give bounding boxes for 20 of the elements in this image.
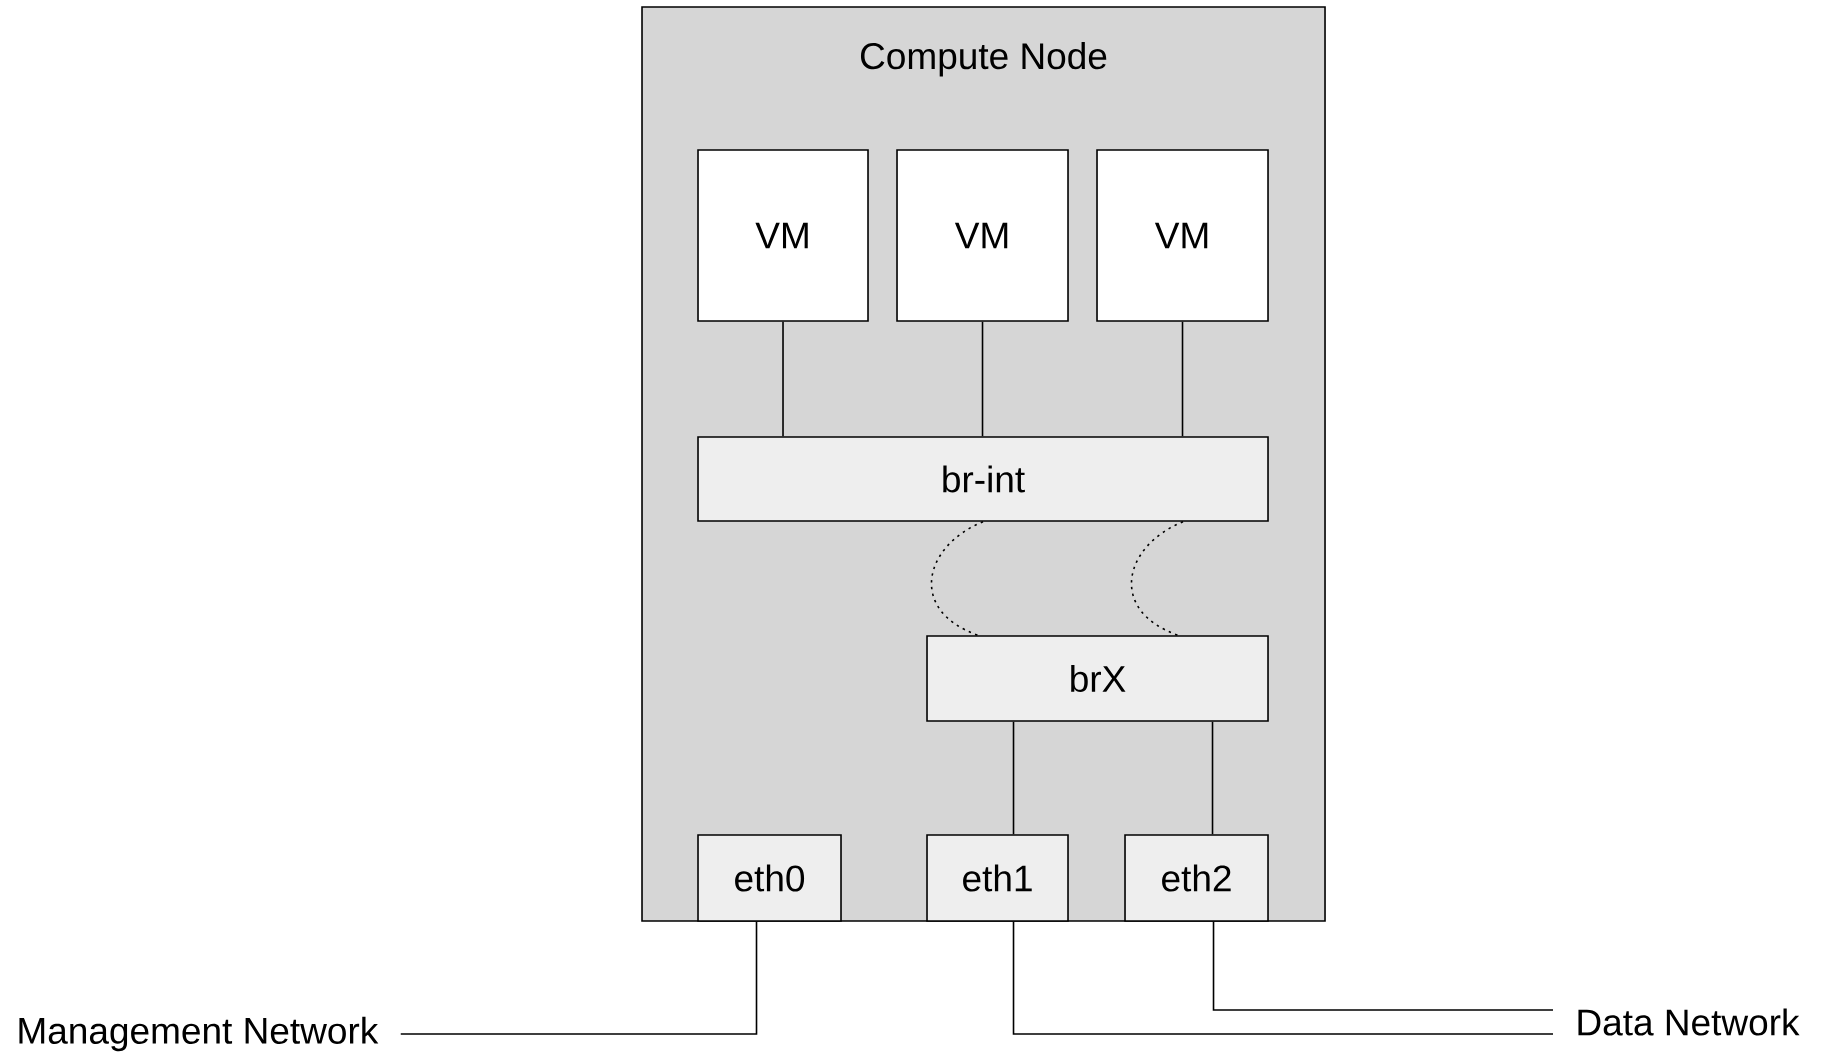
connector-line — [981, 321, 984, 437]
connector-line — [1012, 721, 1015, 835]
connector-line — [930, 521, 984, 636]
vm-box: VM — [896, 149, 1069, 322]
connector-line — [1181, 321, 1184, 437]
connector-line — [1130, 521, 1184, 636]
connector-line — [399, 921, 758, 1035]
bridge-box: brX — [926, 635, 1269, 722]
interface-box: eth0 — [697, 834, 842, 922]
connector-line — [1212, 921, 1554, 1011]
interface-box: eth2 — [1124, 834, 1269, 922]
interface-box: eth1 — [926, 834, 1069, 922]
connector-line — [782, 321, 784, 437]
vm-box: VM — [1096, 149, 1269, 322]
bridge-box: br-int — [697, 436, 1269, 522]
network-label: Management Network — [19, 1016, 379, 1052]
connector-line — [1012, 921, 1554, 1035]
vm-box: VM — [697, 149, 869, 322]
network-label: Data Network — [1578, 1008, 1800, 1036]
connector-line — [1211, 721, 1214, 835]
